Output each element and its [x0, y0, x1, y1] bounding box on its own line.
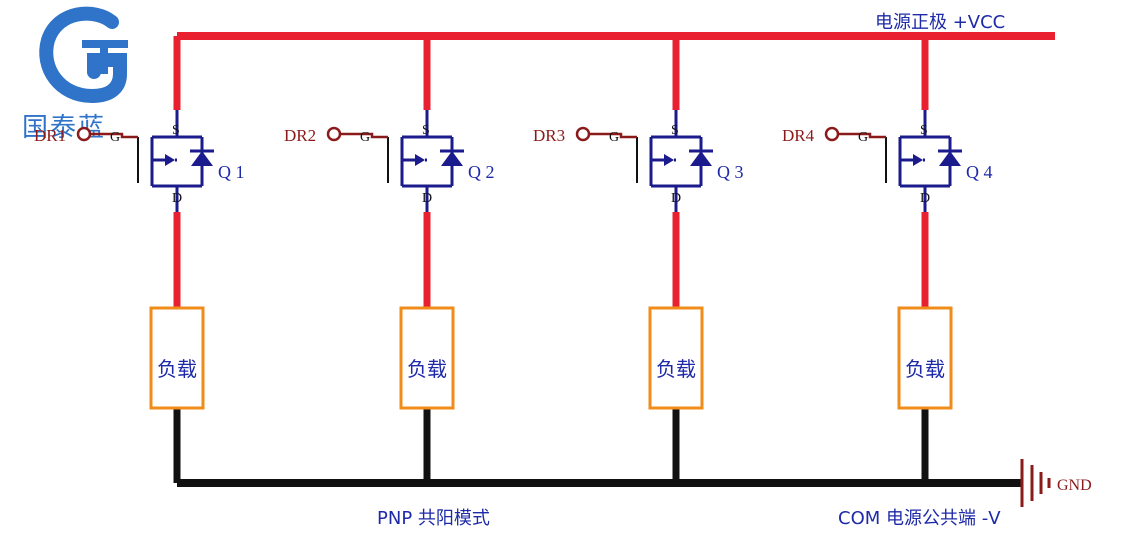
mode-label: PNP 共阳模式	[377, 508, 490, 529]
logo-g-mark	[39, 6, 127, 104]
source-label: S	[920, 123, 928, 138]
gate-wire	[589, 132, 637, 139]
load-box	[399, 306, 455, 410]
load-label: 负载	[656, 357, 696, 381]
drive-terminal	[575, 126, 591, 142]
transistor-2	[387, 110, 464, 212]
load-box	[897, 306, 953, 410]
transistor-label: Q 1	[218, 162, 245, 182]
arrow-icon	[415, 154, 425, 166]
drain-label: D	[920, 191, 930, 206]
channel-2: DR2 G S D Q 2 负载	[284, 36, 495, 483]
logo: 国泰蓝	[22, 6, 128, 143]
channel-3: DR3 G S D Q 3 负载	[533, 36, 744, 483]
ground-symbol: GND	[1020, 459, 1092, 507]
com-label: COM 电源公共端 -V	[838, 508, 1001, 529]
drive-label: DR4	[782, 126, 815, 145]
gate-label: G	[609, 130, 619, 145]
drain-label: D	[172, 191, 182, 206]
gate-wire	[838, 132, 886, 139]
load-label: 负载	[407, 357, 447, 381]
drive-label: DR3	[533, 126, 565, 145]
vcc-rail: 电源正极 +VCC	[177, 12, 1055, 40]
drain-label: D	[422, 191, 432, 206]
drain-label: D	[671, 191, 681, 206]
channel-4: DR4 G S D Q 4 负载	[782, 36, 993, 483]
channels: DR1 G S D Q 1 负载 DR2 G S D Q 2 负载 DR3 G S D Q 3 负载 DR4 G S D Q…	[34, 36, 993, 483]
com-rail: PNP 共阳模式 COM 电源公共端 -V	[177, 479, 1022, 529]
gate-wire	[90, 132, 138, 139]
diode-icon	[690, 151, 712, 166]
diode-icon	[441, 151, 463, 166]
logo-bar-stem	[100, 40, 108, 74]
arrow-icon	[913, 154, 923, 166]
gate-label: G	[858, 130, 868, 145]
drive-terminal	[326, 126, 342, 142]
drive-label: DR2	[284, 126, 316, 145]
gate-wire	[340, 132, 388, 139]
load-label: 负载	[905, 357, 945, 381]
source-label: S	[172, 123, 180, 138]
transistor-label: Q 4	[966, 162, 993, 182]
logo-text: 国泰蓝	[22, 113, 106, 143]
gnd-label: GND	[1057, 477, 1092, 494]
channel-1: DR1 G S D Q 1 负载	[34, 36, 245, 483]
load-label: 负载	[157, 357, 197, 381]
source-label: S	[671, 123, 679, 138]
vcc-label: 电源正极 +VCC	[875, 12, 1005, 33]
transistor-4	[885, 110, 962, 212]
transistor-1	[137, 110, 214, 212]
transistor-label: Q 2	[468, 162, 495, 182]
load-box	[648, 306, 704, 410]
transistor-3	[636, 110, 713, 212]
gate-label: G	[110, 130, 120, 145]
source-label: S	[422, 123, 430, 138]
drive-label: DR1	[34, 126, 66, 145]
drive-terminal	[824, 126, 840, 142]
transistor-label: Q 3	[717, 162, 744, 182]
diode-icon	[191, 151, 213, 166]
diode-icon	[939, 151, 961, 166]
arrow-icon	[165, 154, 175, 166]
load-box	[149, 306, 205, 410]
arrow-icon	[664, 154, 674, 166]
gate-label: G	[360, 130, 370, 145]
drive-terminal	[76, 126, 92, 142]
